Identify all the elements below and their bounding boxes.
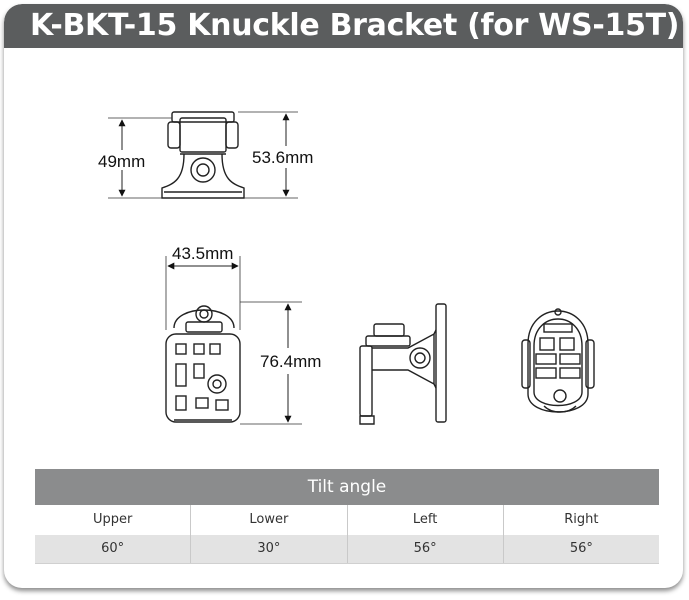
value-right: 56° xyxy=(503,535,659,563)
length-label: 76.4mm xyxy=(260,352,322,371)
back-view-drawing xyxy=(521,308,595,413)
tilt-angle-heading: Tilt angle xyxy=(35,469,659,505)
width-label: 43.5mm xyxy=(172,244,234,263)
page-title: K-BKT-15 Knuckle Bracket (for WS-15T) xyxy=(30,8,680,43)
tilt-column-headers: Upper Lower Left Right xyxy=(35,505,659,535)
value-upper: 60° xyxy=(35,535,192,563)
bracket-drawings xyxy=(108,111,595,425)
product-card: K-BKT-15 Knuckle Bracket (for WS-15T) xyxy=(4,4,683,588)
column-header-upper: Upper xyxy=(35,505,192,535)
column-header-right: Right xyxy=(503,505,659,535)
tilt-angle-table: Tilt angle Upper Lower Left Right 60° 30… xyxy=(35,469,659,564)
column-header-lower: Lower xyxy=(191,505,348,535)
column-header-left: Left xyxy=(347,505,504,535)
height-b-label: 53.6mm xyxy=(252,148,314,167)
value-lower: 30° xyxy=(191,535,348,563)
plate-view-drawing xyxy=(165,305,241,423)
title-bar: K-BKT-15 Knuckle Bracket (for WS-15T) xyxy=(4,4,683,48)
height-a-label: 49mm xyxy=(98,152,146,171)
side-view-drawing xyxy=(359,303,447,425)
tilt-values-row: 60° 30° 56° 56° xyxy=(35,535,659,564)
front-view-drawing xyxy=(161,111,245,199)
value-left: 56° xyxy=(347,535,504,563)
